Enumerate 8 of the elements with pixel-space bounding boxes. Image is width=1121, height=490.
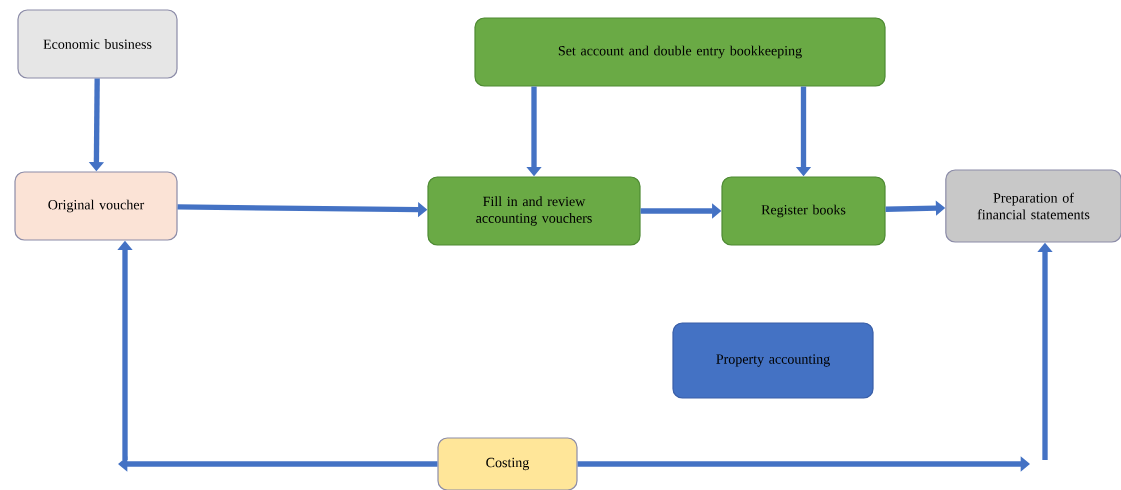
process-box: Fill in and review accounting vouchers [427,176,641,246]
process-box: Economic business [17,9,178,79]
process-box: Original voucher [14,171,178,241]
process-box: Register books [721,176,886,246]
process-box: Property accounting [672,322,874,399]
process-box: Preparation of financial statements [945,169,1121,243]
process-box: Costing [437,437,578,490]
process-box: Set account and double entry bookkeeping [474,17,886,87]
